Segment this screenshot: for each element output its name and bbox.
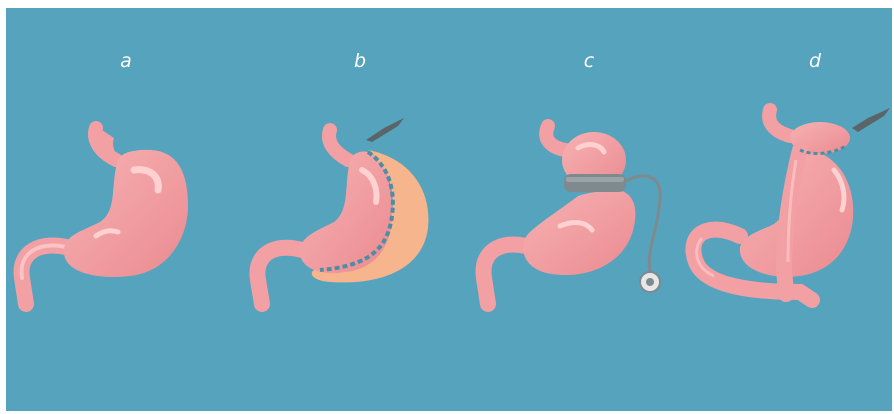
stomach-icon-c: [483, 126, 635, 304]
scalpel-icon-b: [366, 118, 404, 142]
port-icon: [640, 272, 660, 292]
stomach-icon-b: [257, 130, 428, 304]
stomach-icon-d: [693, 110, 853, 300]
stomach-icon-a: [22, 128, 188, 304]
scalpel-icon-d: [852, 108, 890, 132]
